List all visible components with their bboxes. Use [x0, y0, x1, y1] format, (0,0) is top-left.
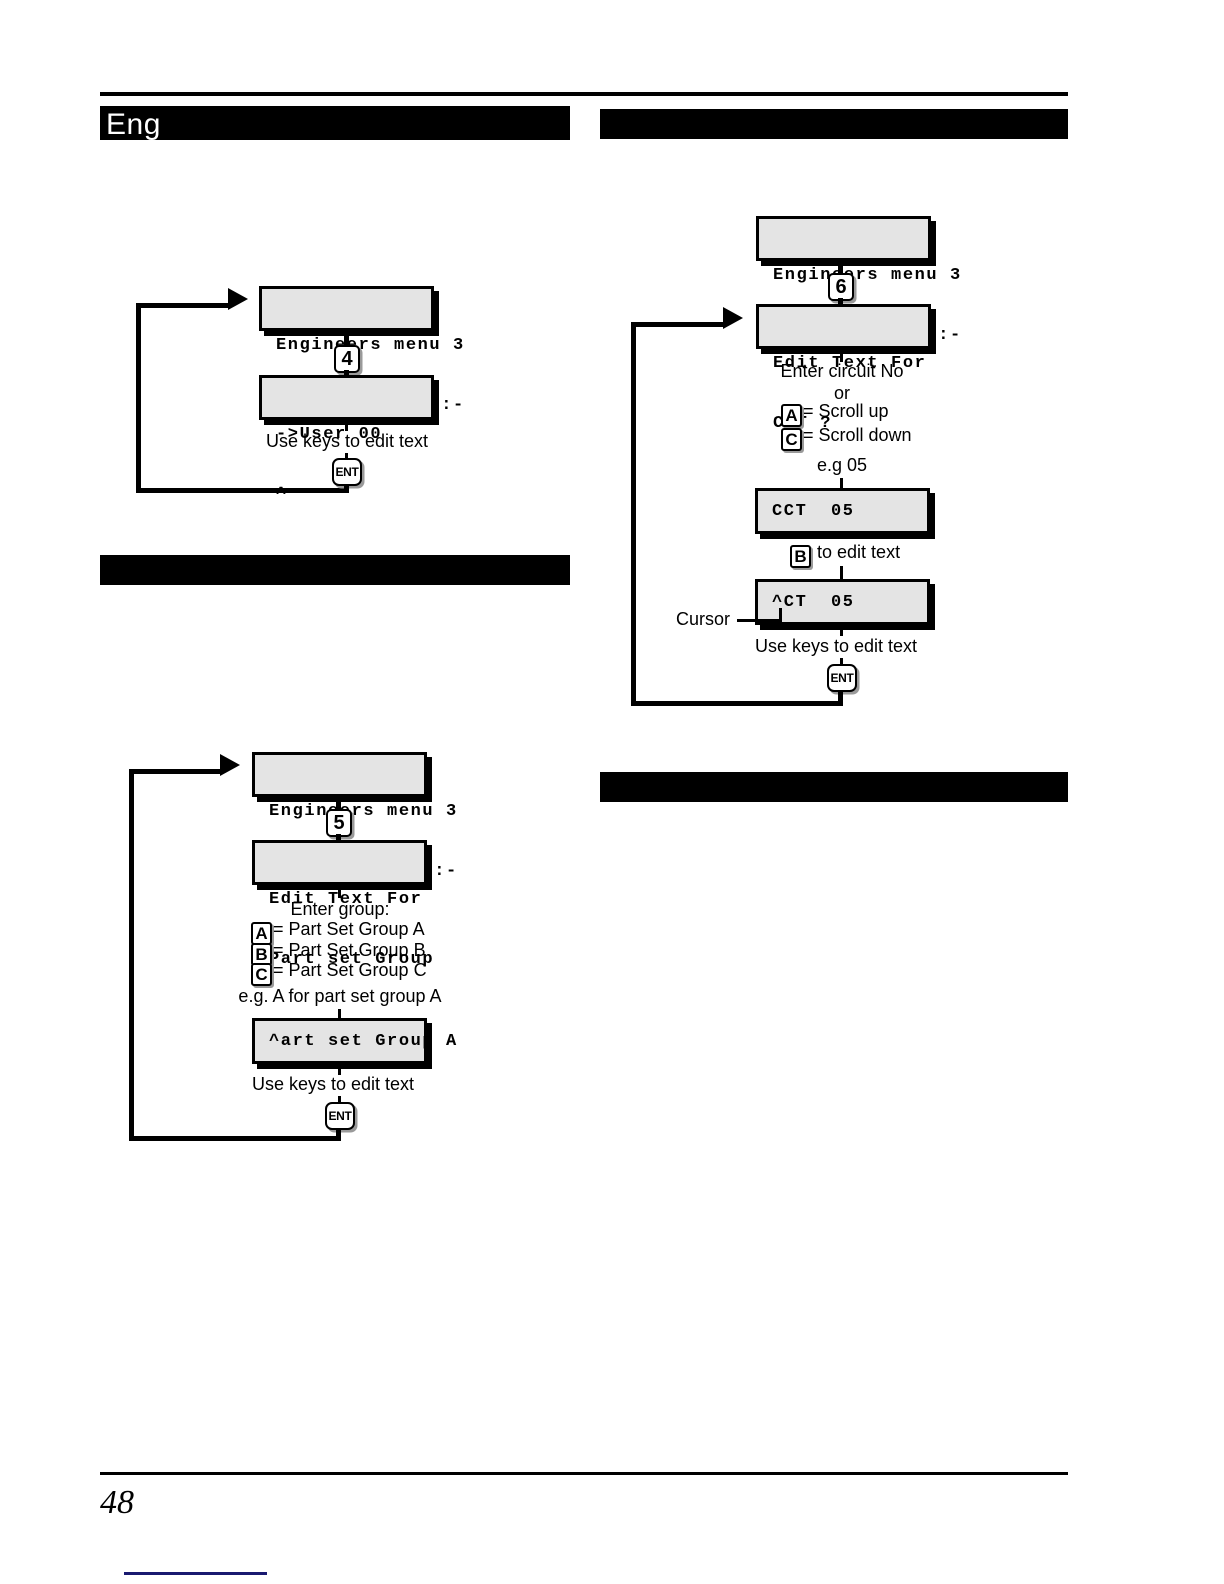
- loop-return-arrowhead: [228, 288, 248, 310]
- lcd-line-1: CCT 05: [772, 502, 855, 521]
- legend-option-b-text: = Part Set Group B: [273, 940, 426, 960]
- legend-option-scroll-up: A= Scroll up: [781, 401, 889, 427]
- loop-return-bottom: [136, 488, 348, 493]
- key-ent-label: ENT: [335, 465, 359, 479]
- lcd-line-1: Edit Text For: [773, 354, 927, 373]
- loop-return-top: [136, 303, 231, 308]
- connector-ent-to-loop: [336, 1128, 341, 1138]
- key-6-label: 6: [835, 275, 847, 298]
- key-6[interactable]: 6: [828, 273, 854, 301]
- connector-prompt-to-legend: [840, 351, 843, 362]
- connector-caption-to-ent: [840, 658, 843, 666]
- key-ent[interactable]: ENT: [827, 664, 857, 692]
- key-ent[interactable]: ENT: [332, 458, 362, 486]
- connector-example-to-display: [338, 1009, 341, 1020]
- caption-use-keys: Use keys to edit text: [265, 431, 429, 451]
- loop-return-vertical: [136, 303, 141, 493]
- key-c[interactable]: C: [781, 428, 802, 451]
- lcd-engineers-menu: Engineers menu 3 Select Option :-: [756, 216, 960, 345]
- connector-display-to-caption: [840, 627, 843, 636]
- loop-return-arrowhead: [220, 754, 240, 776]
- lcd-engineers-menu: Engineers menu 3 Select Option :-: [259, 286, 463, 415]
- legend-option-a-text: = Part Set Group A: [273, 919, 425, 939]
- lcd-line-1: ->User 00: [276, 425, 383, 444]
- legend-option-scroll-down: C= Scroll down: [781, 425, 912, 451]
- legend-option-scroll-down-text: = Scroll down: [803, 425, 912, 445]
- cursor-leader-hook: [779, 608, 782, 620]
- connector-display-to-caption: [345, 422, 348, 431]
- lcd-line-1: ^art set Group A: [269, 1032, 458, 1051]
- lcd-partset-edit-display: ^art set Group A: [252, 1018, 456, 1064]
- connector-caption-to-ent: [345, 453, 348, 460]
- connector-key6-to-prompt: [838, 298, 843, 308]
- bottom-horizontal-rule: [100, 1472, 1068, 1475]
- lcd-cct-number-display: CCT 05: [755, 488, 930, 534]
- loop-return-arrowhead: [723, 307, 743, 329]
- cursor-callout-label: Cursor: [676, 609, 731, 629]
- label-example-cct: e.g 05: [816, 455, 868, 475]
- lcd-engineers-menu: Engineers menu 3 Select Option :-: [252, 752, 456, 881]
- label-enter-group: Enter group:: [290, 899, 390, 919]
- key-a[interactable]: A: [251, 922, 272, 945]
- lcd-user-display: ->User 00 ^: [259, 375, 434, 504]
- lcd-line-2: Part set Group: [269, 950, 435, 969]
- loop-return-bottom: [631, 701, 843, 706]
- section-bar-bottom-right: [600, 772, 1068, 802]
- connector-prompt-to-legend: [338, 887, 341, 898]
- key-4-label: 4: [341, 347, 353, 370]
- connector-display-to-caption: [338, 1066, 341, 1075]
- lcd-line-2: ^: [276, 485, 288, 504]
- lcd-line-1: ^CT 05: [772, 593, 855, 612]
- section-bar-mid-left: [100, 555, 570, 585]
- caption-use-keys: Use keys to edit text: [251, 1074, 415, 1094]
- top-horizontal-rule: [100, 92, 1068, 96]
- lcd-edit-text-for-cct: Edit Text For CCT ?: [756, 304, 931, 433]
- connector-menu-to-key5: [336, 797, 341, 811]
- key-ent-label: ENT: [830, 671, 854, 685]
- key-c[interactable]: C: [251, 963, 272, 986]
- legend-option-a: A= Part Set Group A: [251, 919, 425, 945]
- connector-menu-to-key6: [838, 261, 843, 275]
- legend-option-b: B= Part Set Group B: [251, 940, 426, 966]
- legend-option-scroll-up-text: = Scroll up: [803, 401, 889, 421]
- connector-menu-to-key4: [344, 331, 349, 347]
- loop-return-vertical: [631, 322, 636, 706]
- key-a[interactable]: A: [781, 404, 802, 427]
- section-bar-eng: Eng: [100, 106, 570, 140]
- loop-return-top: [631, 322, 726, 327]
- loop-return-vertical: [129, 769, 134, 1141]
- loop-return-bottom: [129, 1136, 341, 1141]
- key-ent-label: ENT: [328, 1109, 352, 1123]
- connector-caption-to-ent: [338, 1096, 341, 1104]
- legend-option-c-text: = Part Set Group C: [273, 960, 427, 980]
- key-ent[interactable]: ENT: [325, 1102, 355, 1130]
- connector-hint-to-edit-display: [840, 566, 843, 580]
- label-or: or: [833, 383, 851, 403]
- legend-option-c: C= Part Set Group C: [251, 960, 427, 986]
- hint-b-to-edit-text-label: to edit text: [817, 542, 901, 562]
- loop-return-top: [129, 769, 223, 774]
- key-b[interactable]: B: [790, 545, 811, 568]
- label-example-partset: e.g. A for part set group A: [238, 986, 442, 1006]
- connector-ent-to-loop: [838, 690, 843, 703]
- cursor-leader-line: [737, 619, 782, 622]
- key-5-label: 5: [333, 811, 345, 834]
- hint-b-to-edit-text: B to edit text: [790, 542, 900, 568]
- key-5[interactable]: 5: [326, 809, 352, 837]
- page-number: 48: [100, 1484, 134, 1521]
- link-underline-artifact: [124, 1572, 267, 1575]
- lcd-edit-text-for-partset: Edit Text For Part set Group: [252, 840, 433, 969]
- connector-ent-to-loop: [344, 484, 349, 493]
- key-4[interactable]: 4: [334, 345, 360, 373]
- section-bar-top-right: [600, 109, 1068, 139]
- lcd-cct-edit-display: ^CT 05: [755, 579, 930, 625]
- caption-use-keys: Use keys to edit text: [754, 636, 918, 656]
- section-bar-eng-label: Eng: [106, 108, 161, 141]
- connector-example-to-display: [840, 478, 843, 489]
- label-enter-circuit-no: Enter circuit No: [780, 361, 904, 381]
